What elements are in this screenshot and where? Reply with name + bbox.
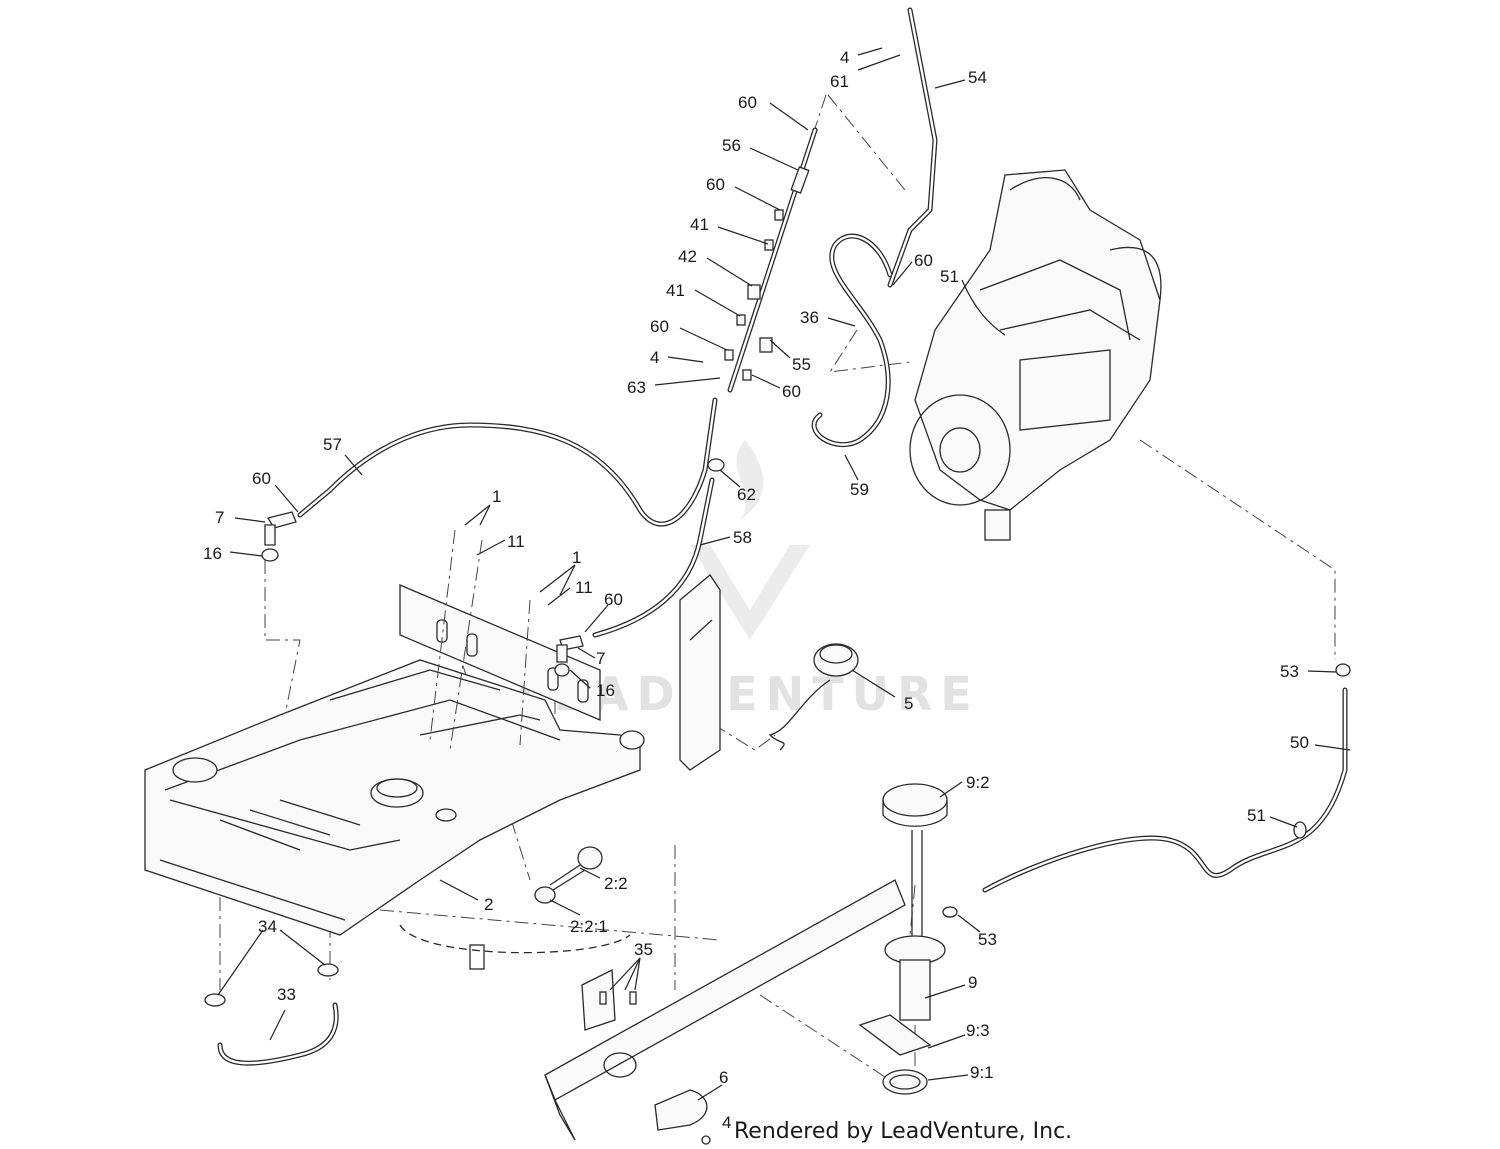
label-9-2: 9:2 <box>966 773 990 792</box>
engine <box>909 169 1162 541</box>
label-11: 11 <box>507 532 525 551</box>
fuel-cap <box>768 643 859 751</box>
label-4: 4 <box>840 48 849 67</box>
tank-bracket <box>399 529 601 751</box>
label-2-2: 2:2 <box>604 874 628 893</box>
fuel-hose-58 <box>592 458 725 638</box>
label-62: 62 <box>737 485 756 504</box>
elbow-fittings <box>261 511 584 677</box>
label-57: 57 <box>323 435 342 454</box>
label-2-2-1: 2:2:1 <box>570 917 608 936</box>
fitting-stack <box>724 127 818 393</box>
label-16: 16 <box>596 681 615 700</box>
label-34: 34 <box>258 917 277 936</box>
label-1: 1 <box>572 548 581 567</box>
label-50: 50 <box>1290 733 1309 752</box>
label-2: 2 <box>484 895 493 914</box>
label-60: 60 <box>604 590 623 609</box>
cover-plate <box>654 1089 711 1145</box>
label-7: 7 <box>596 649 605 668</box>
label-53: 53 <box>978 930 997 949</box>
label-60: 60 <box>738 93 757 112</box>
label-33: 33 <box>277 985 296 1004</box>
label-55: 55 <box>792 355 811 374</box>
fuel-hose-50 <box>982 663 1351 893</box>
label-60: 60 <box>252 469 271 488</box>
support-post <box>679 574 721 771</box>
fuel-pump <box>858 783 958 1095</box>
fuel-gauge-sender <box>534 846 603 904</box>
label-6: 6 <box>719 1068 728 1087</box>
label-1: 1 <box>492 487 501 506</box>
label-59: 59 <box>850 480 869 499</box>
label-60: 60 <box>650 317 669 336</box>
part-labels: 4 61 54 60 56 60 41 42 41 60 4 63 55 60 … <box>203 48 1309 1132</box>
label-9-3: 9:3 <box>966 1021 990 1040</box>
label-63: 63 <box>627 378 646 397</box>
label-51: 51 <box>940 267 959 286</box>
label-11: 11 <box>575 578 593 597</box>
label-4: 4 <box>722 1113 731 1132</box>
label-56: 56 <box>722 136 741 155</box>
credit-text: Rendered by LeadVenture, Inc. <box>734 1119 1072 1144</box>
label-9: 9 <box>968 973 977 992</box>
label-61: 61 <box>830 72 849 91</box>
label-35: 35 <box>634 940 653 959</box>
fuel-line-54 <box>887 7 938 288</box>
label-42: 42 <box>678 247 697 266</box>
label-54: 54 <box>968 68 987 87</box>
label-41: 41 <box>690 215 709 234</box>
label-7: 7 <box>215 508 224 527</box>
label-36: 36 <box>800 308 819 327</box>
label-41: 41 <box>666 281 685 300</box>
label-51: 51 <box>1247 806 1266 825</box>
label-9-1: 9:1 <box>970 1063 994 1082</box>
label-60: 60 <box>706 175 725 194</box>
frame-rail <box>379 879 906 1141</box>
label-5: 5 <box>904 694 913 713</box>
label-58: 58 <box>733 528 752 547</box>
fuel-tank <box>144 659 645 936</box>
fuel-hose-57 <box>297 397 718 527</box>
return-hose-loop <box>811 233 893 448</box>
label-53: 53 <box>1280 662 1299 681</box>
leader-lines <box>217 47 1351 1101</box>
crossover-hose <box>204 963 339 1066</box>
label-4: 4 <box>650 348 659 367</box>
label-60: 60 <box>782 382 801 401</box>
hose-bracket <box>581 968 637 1031</box>
label-60: 60 <box>914 251 933 270</box>
label-16: 16 <box>203 544 222 563</box>
